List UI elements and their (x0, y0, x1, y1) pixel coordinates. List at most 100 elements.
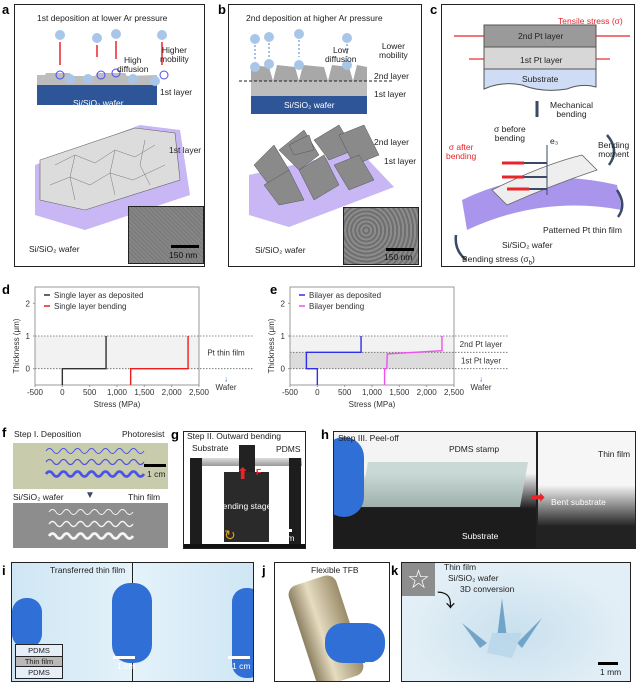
panel-c: Tensile stress (σ) 2nd Pt layer 1st Pt l… (441, 4, 635, 267)
wafer-3d-label: Si/SiO₂ wafer (255, 245, 306, 255)
photo-peel-off: ➡ Step III. Peel-off PDMS stamp Substrat… (333, 431, 636, 549)
y-tick-label: 2 (26, 299, 31, 308)
pdms-label: PDMS (276, 444, 301, 454)
step1-label: Step I. Deposition (14, 429, 82, 439)
series-line (61, 336, 107, 385)
x-tick-label: 500 (338, 388, 352, 397)
pdms-stamp (360, 462, 528, 507)
curved-arrow-icon: ⤵ (437, 591, 455, 611)
x-tick-label: 1,500 (389, 388, 410, 397)
x-tick-label: 2,000 (417, 388, 438, 397)
low-diffusion-line1: Low (332, 45, 349, 55)
wafer-block (37, 85, 157, 105)
wafer-label: Wafer (470, 383, 491, 392)
scale-label: 1 cm (367, 666, 386, 676)
second-layer-3d-label: 2nd layer (374, 137, 409, 147)
scale-label: 150 nm (384, 252, 413, 262)
bending-stress-sub: b (528, 260, 533, 267)
first-layer-3d-label: 1st layer (169, 145, 202, 155)
sigma-after-line2: bending (446, 151, 477, 162)
down-arrow-icon: ↓ (224, 375, 228, 384)
panel-label-b: b (218, 2, 226, 17)
photo-deposition-after (13, 503, 168, 548)
x-tick-label: 500 (83, 388, 97, 397)
x-tick-label: 0 (60, 388, 65, 397)
second-layer-label: 2nd layer (374, 71, 409, 81)
x-tick-label: 1,000 (362, 388, 383, 397)
scale-label: 2 cm (276, 533, 295, 543)
region-band (35, 336, 199, 369)
thin-film-label: Thin film (444, 562, 477, 572)
region-label: 2nd Pt layer (460, 340, 503, 349)
sigma-after-label: σ after bending (446, 142, 477, 162)
legend-entry: Single layer bending (54, 302, 127, 311)
panel-label-i: i (2, 563, 6, 578)
sem-image-b: 150 nm (343, 207, 419, 265)
rotate-knob-icon: ↻ (224, 527, 236, 543)
mechanical-bending-label: Mechanical bending (550, 100, 593, 120)
wafer-label: Si/SiO₂ wafer (13, 492, 64, 502)
first-layer-3d-label: 1st layer (384, 156, 417, 166)
wavy-patterns-white (47, 509, 135, 540)
peel-off-photo-right (538, 432, 635, 548)
panel-label-j: j (262, 563, 266, 578)
glove-right (232, 588, 253, 678)
series-line (129, 336, 189, 385)
panel-label-g: g (171, 427, 179, 442)
high-diffusion-line2: diffusion (117, 64, 149, 75)
y-tick-label: 1 (281, 332, 286, 341)
stack-thin-film: Thin film (16, 657, 62, 667)
serpentine-line (45, 458, 145, 466)
sigma-after-line1: σ after (448, 142, 474, 152)
low-diffusion-label: Low diffusion (325, 45, 357, 65)
scale-bar (365, 662, 385, 665)
scale-bar (144, 464, 166, 467)
panel-label-e: e (270, 282, 278, 297)
photo-flexible-tfb: Flexible TFB 1 cm (274, 562, 390, 682)
scale-label: 1 cm (147, 469, 166, 479)
substrate-label: Substrate (462, 531, 499, 541)
series-line (383, 336, 443, 385)
step2-label: Step II. Outward bending (187, 431, 282, 441)
moment-line1: Bending (598, 140, 630, 150)
pdms-stamp-label: PDMS stamp (449, 444, 500, 454)
y-tick-label: 2 (281, 299, 286, 308)
x-tick-label: 2,000 (162, 388, 183, 397)
x-axis-label: Stress (MPa) (349, 400, 396, 409)
thin-film-label: Thin film (128, 492, 161, 502)
scale-label: 150 nm (169, 250, 198, 260)
y-tick-label: 0 (281, 365, 286, 374)
low-diffusion-line2: diffusion (325, 54, 357, 65)
down-arrow-icon: ↓ (479, 375, 483, 384)
layer1-label: 1st Pt layer (520, 55, 563, 65)
wafer-label: Si/SiO₂ wafer (284, 100, 335, 110)
panel-a: 1st deposition at lower Ar pressure (14, 4, 205, 267)
down-arrow-icon: ▼ (85, 490, 95, 501)
force-arrow-icon: ⬆ (236, 466, 250, 483)
scale-label-right: 1 cm (232, 661, 251, 671)
stack-pdms-bottom: PDMS (16, 667, 62, 678)
x-tick-label: -500 (282, 388, 299, 397)
sigma-before-line1: σ before (494, 124, 526, 134)
bent-substrate-label: Bent substrate (551, 497, 606, 507)
photo-deposition-before: 1 cm (13, 443, 168, 489)
first-layer-label: 1st layer (374, 89, 407, 99)
scale-bar (386, 248, 414, 251)
step3-label: Step III. Peel-off (338, 433, 399, 443)
grain-boundaries (49, 139, 166, 201)
scale-bar (272, 529, 292, 532)
y-tick-label: 0 (26, 365, 31, 374)
higher-mobility-line1: Higher (161, 45, 187, 55)
thin-film-label: Thin film (598, 449, 631, 459)
region-band (290, 352, 454, 369)
glove (334, 437, 364, 517)
stage-top (239, 445, 255, 472)
panel-label-a: a (2, 2, 10, 17)
wafer-label: Wafer (215, 383, 236, 392)
right-arrow-icon: ➡ (530, 487, 546, 507)
deposition-diagram-a (35, 29, 190, 230)
panel-label-h: h (321, 427, 329, 442)
bending-stress-text: Bending stress (σ (462, 254, 529, 264)
